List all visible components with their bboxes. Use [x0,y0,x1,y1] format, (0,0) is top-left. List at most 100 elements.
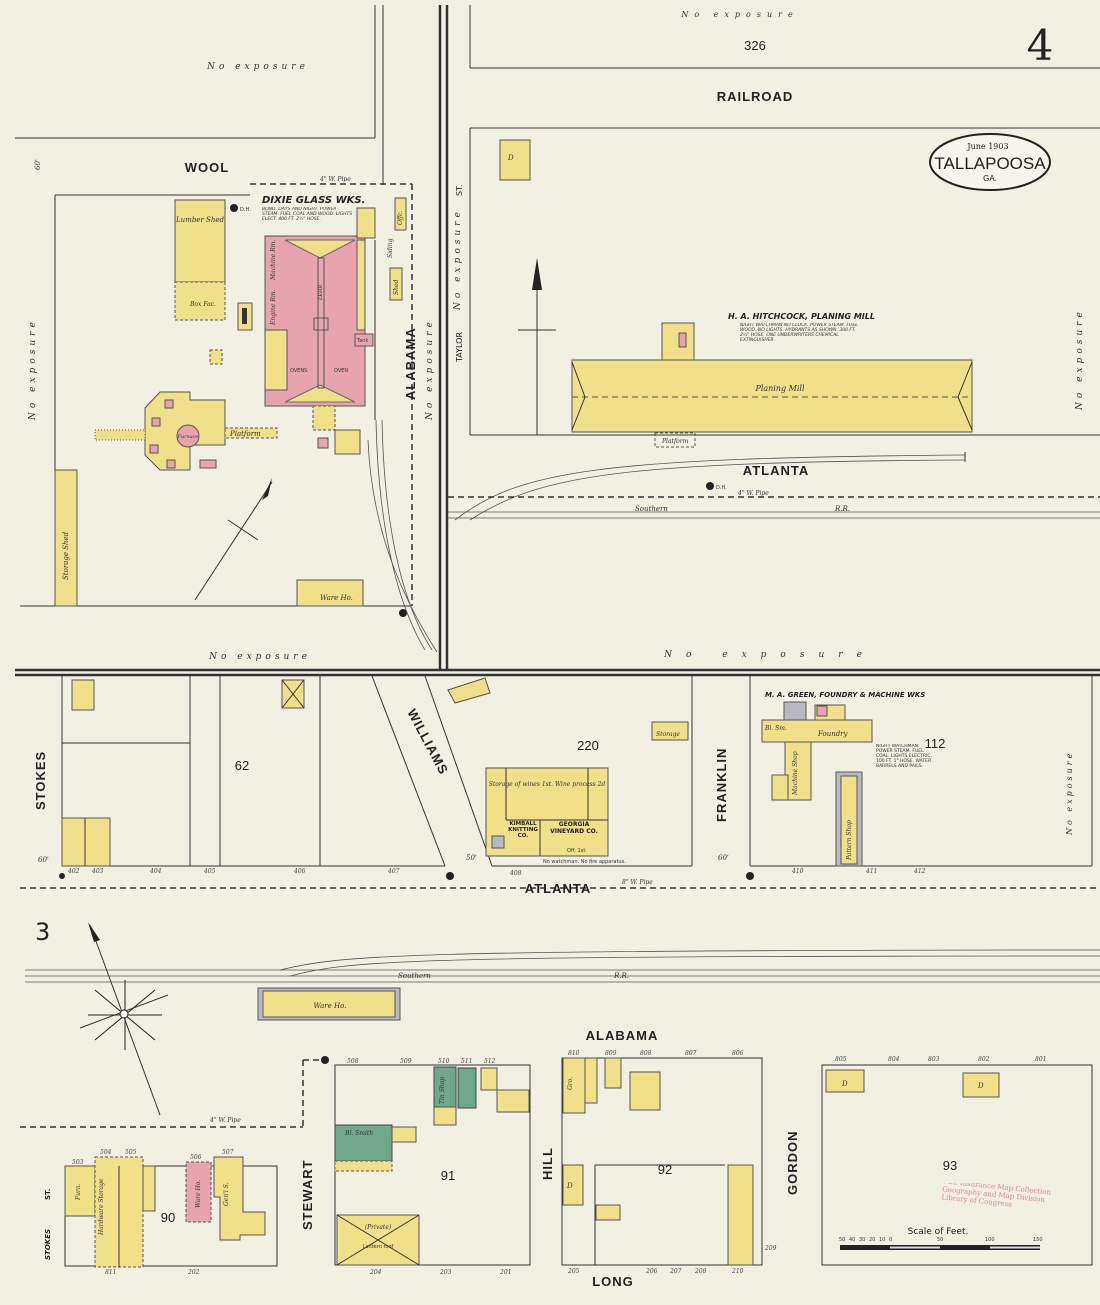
scale-tick: 50 [937,1237,943,1243]
no-exposure-label: No exposure [1065,751,1074,836]
address-number: 512 [484,1058,496,1065]
hitchcock-title: H. A. HITCHCOCK, PLANING MILL [728,312,875,321]
dh-hydrant-icon [230,204,238,212]
no-exposure-west: No exposure [28,318,38,421]
library-stamp: Fire Insurance Map Collection Geography … [942,1183,1052,1209]
roof-skylight [284,239,356,259]
green-foundry-title: M. A. GREEN, FOUNDRY & MACHINE WKS [765,691,925,699]
green-foundry-notes: Night watchman. Power steam. Fuel coal. … [876,744,932,769]
scale-tick: 40 [849,1237,855,1243]
office-building [394,197,407,231]
platform [224,427,278,439]
dwellings [61,817,111,867]
building-a [499,139,531,181]
address-number: 408 [509,870,522,877]
address-number: 202 [187,1269,200,1276]
storage-shed [54,469,78,607]
storage-shed-label: Storage Shed [62,531,70,580]
lehr-label: LEHR [318,285,324,301]
dwelling [71,679,95,711]
block-number: 93 [943,1158,957,1173]
mill-platform [654,432,696,448]
street-label-stokes-st: ST. [44,1189,52,1200]
address-number: 803 [928,1056,940,1063]
platform-label: Platform [229,430,261,438]
street-width-label: 60' [34,159,42,170]
dwelling-label: D [977,1082,984,1090]
address-number: 205 [567,1268,580,1275]
street-label-alabama: ALABAMA [403,327,418,400]
water-pipe-label: 8" W. Pipe [622,879,653,886]
furnace-circle [176,424,200,448]
address-number: 810 [568,1050,580,1057]
shed-label: Shed [393,279,400,295]
street-label-hill: HILL [540,1147,555,1180]
title-cartouche: June 1903 TALLAPOOSA GA. [929,133,1051,191]
engine-room-label: Engine Rm. [270,289,277,326]
no-exposure-label: No exposure [1075,308,1085,411]
street-label-taylor-st: ST. [455,184,464,196]
pattern-shop-label: Pattern Shop [846,820,853,861]
address-number: 403 [91,868,104,875]
dh-label: D.H. [716,485,727,491]
block-93 [821,1064,1093,1266]
block-number: 90 [161,1210,175,1225]
water-pipe-label: 4" W. Pipe [737,490,769,497]
address-number: 405 [203,868,216,875]
dixie-glass-title: DIXIE GLASS WKS. [262,195,365,206]
street-label-franklin: FRANKLIN [714,748,729,822]
railroad-label: Southern [635,505,668,513]
pattern-shop [840,775,858,865]
storage-label: Storage [656,731,680,738]
address-number: 404 [149,868,162,875]
street-label-gordon: GORDON [785,1131,800,1196]
railroad-label: Southern [398,972,431,980]
address-number: 201 [499,1269,511,1276]
planing-mill [571,359,973,433]
grocery-label: Gro. [567,1077,574,1090]
scale-tick: 100 [985,1237,995,1243]
boiler-house [661,322,695,361]
warehouse-label: Ware Ho. [314,1002,347,1010]
dwelling-label: D [507,154,514,162]
trestle [94,429,146,441]
general-store [213,1156,266,1241]
roof-skylight [284,384,356,403]
address-number: 407 [387,868,400,875]
address-number: 410 [791,868,804,875]
block-number: 220 [577,738,599,753]
middle-section: STOKES WILLIAMS FRANKLIN 62 220 112 Stor… [20,675,1100,896]
street-label-stokes: STOKES [33,751,48,810]
dh-hydrant-icon [321,1056,329,1064]
no-exposure-label: No exposure [425,318,435,421]
street-label-long: LONG [592,1274,634,1289]
address-number: 504 [100,1149,112,1156]
water-pipe-label: 4" W. Pipe [319,176,351,183]
box-factory-label: Box Fac. [189,301,216,308]
block-number: 112 [925,736,946,751]
warehouse-90 [185,1161,212,1223]
street-label-wool: WOOL [185,160,229,175]
railroad-label: R.R. [834,505,850,513]
compass-rose-icon [79,922,169,1116]
dixie-glass-notes: Bond. Days and night. Power steam. Fuel … [262,207,353,222]
address-number: 203 [439,1269,452,1276]
scale-tick: 20 [869,1237,875,1243]
street-label-railroad: RAILROAD [717,89,794,104]
dh-label: D.H. [240,207,251,213]
street-label-williams: WILLIAMS [404,706,451,777]
north-arrow-icon [194,481,273,601]
dh-hydrant-icon [59,873,65,879]
street-label-atlanta-south: ATLANTA [525,881,591,896]
no-exposure-label: No exposure [680,10,798,19]
address-number: 806 [732,1050,744,1057]
address-number: 412 [913,868,926,875]
planing-mill-label: Planing Mill [754,384,805,393]
address-number: 508 [347,1058,359,1065]
scale-tick: 50 [839,1237,845,1243]
kimball-knitting-label: KIMBALL KNITTING CO. [508,821,538,839]
blacksmith-label: Bl. Sm. [764,725,787,732]
block-number: 92 [658,1162,672,1177]
address-number: 207 [669,1268,682,1275]
